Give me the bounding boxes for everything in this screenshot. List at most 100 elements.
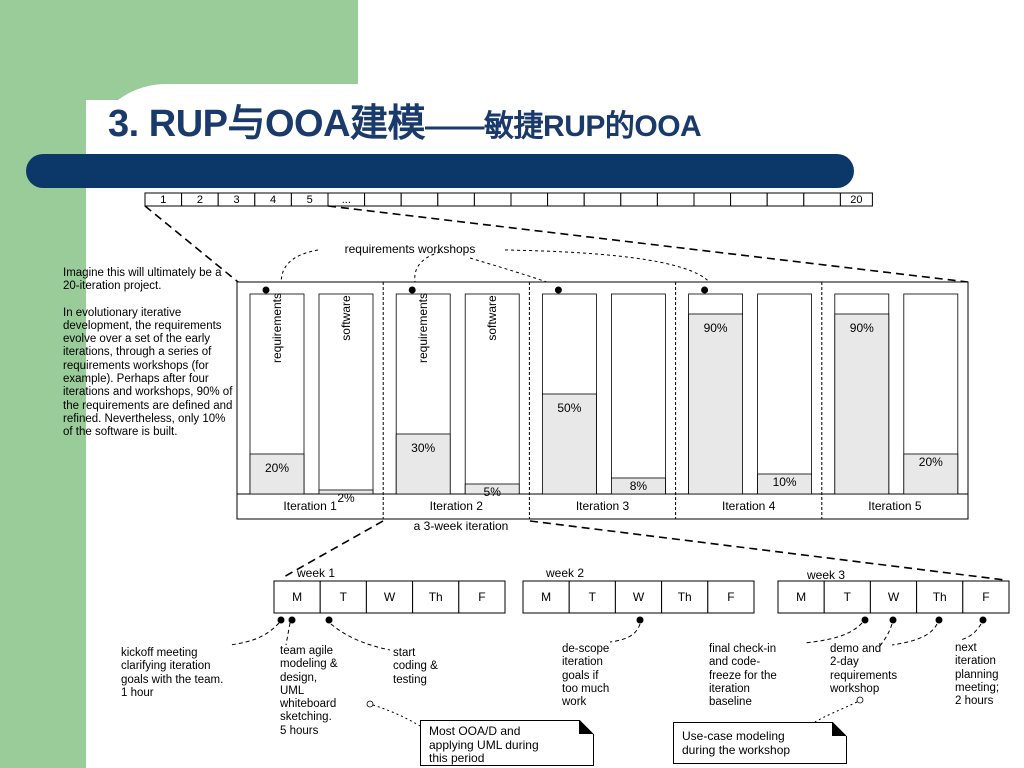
day-label: Th <box>429 590 443 604</box>
software-bar <box>318 293 374 495</box>
software-vertical-label: software <box>339 295 353 341</box>
marker-team-agile <box>288 616 296 624</box>
software-percent: 2% <box>337 491 355 505</box>
requirements-percent: 50% <box>557 401 581 415</box>
workshop-link-3 <box>469 257 568 291</box>
requirements-fill <box>249 453 305 495</box>
software-vertical-label: software <box>485 295 499 341</box>
day-label: F <box>982 590 989 604</box>
requirements-percent: 20% <box>265 461 289 475</box>
requirements-fill <box>834 313 890 495</box>
software-fill <box>318 489 374 495</box>
requirements-percent: 90% <box>704 321 728 335</box>
title-main: 3. RUP与OOA建模 <box>108 103 426 145</box>
requirements-percent: 90% <box>850 321 874 335</box>
timeline-cell <box>437 192 475 207</box>
software-percent: 5% <box>484 485 502 499</box>
day-label: W <box>633 590 645 604</box>
iteration-length-label: a 3-week iteration <box>414 519 509 533</box>
software-bar <box>757 293 812 495</box>
software-fill <box>903 453 959 495</box>
day-label: T <box>340 590 348 604</box>
projection-line-left <box>144 205 239 283</box>
workshop-marker <box>262 286 270 294</box>
note-team-agile: team agile modeling & design, UML whiteb… <box>280 645 338 737</box>
requirements-vertical-label: requirements <box>270 293 284 363</box>
note-kickoff: kickoff meeting clarifying iteration goa… <box>121 647 224 699</box>
software-fill <box>757 473 812 495</box>
marker-next-iteration <box>979 616 987 624</box>
workshop-marker <box>701 286 709 294</box>
day-label: M <box>541 590 551 604</box>
timeline-cell-label: 2 <box>197 194 203 206</box>
note-markers <box>277 616 987 624</box>
timeline-cell-label: ... <box>342 194 351 206</box>
day-label: T <box>589 590 597 604</box>
day-label: Th <box>678 590 692 604</box>
day-cell <box>777 580 825 614</box>
title-underline-bar <box>26 154 854 188</box>
week-projection-left <box>281 520 384 579</box>
day-cell <box>614 580 663 614</box>
workshop-marker <box>554 286 562 294</box>
timeline-cell <box>510 192 549 207</box>
day-cell <box>273 580 321 614</box>
timeline-cell <box>547 192 585 207</box>
callout-usecase: Use-case modeling during the workshop <box>673 722 847 764</box>
day-cell <box>458 580 506 614</box>
timeline-cell <box>364 192 402 207</box>
requirements-percent: 30% <box>411 441 435 455</box>
side-paragraph-1: Imagine this will ultimately be a 20-ite… <box>63 267 222 293</box>
software-percent: 20% <box>919 455 943 469</box>
marker-demo <box>889 616 897 624</box>
usecase-anchor <box>856 696 864 704</box>
workshop-link-2 <box>414 251 441 291</box>
iteration-label: Iteration 5 <box>868 499 922 513</box>
timeline-cell <box>620 192 658 207</box>
usecase-link <box>814 701 858 723</box>
day-label: Th <box>933 590 947 604</box>
day-cell <box>707 580 755 614</box>
timeline-cell-label: 4 <box>270 194 276 206</box>
software-bar <box>611 293 666 495</box>
requirements-vertical-label: requirements <box>416 293 430 363</box>
timeline-cell <box>839 192 873 207</box>
software-percent: 8% <box>630 479 648 493</box>
callout-ooad: Most OOA/D and applying UML during this … <box>420 720 594 766</box>
note-demo: demo and 2-day requirements workshop <box>830 643 898 695</box>
day-cell <box>869 580 918 614</box>
marker-workshop <box>935 616 943 624</box>
workshop-link-4 <box>504 249 714 288</box>
timeline-cell <box>400 192 439 207</box>
marker-descope <box>636 616 644 624</box>
marker-final-checkin <box>861 616 869 624</box>
day-label: M <box>292 590 302 604</box>
week-label: week 3 <box>806 568 845 582</box>
left-green-band <box>0 0 86 768</box>
iteration-label: Iteration 1 <box>283 499 337 513</box>
timeline-cell <box>583 192 622 207</box>
side-explanation: Imagine this will ultimately be a 20-ite… <box>63 267 235 440</box>
requirements-fill <box>542 393 597 495</box>
day-label: T <box>844 590 852 604</box>
note-start-coding: start coding & testing <box>393 647 438 686</box>
day-cell <box>412 580 460 614</box>
timeline-cell <box>730 192 768 207</box>
note-final-checkin: final check-in and code- freeze for the … <box>709 643 777 709</box>
iteration-label: Iteration 2 <box>430 499 484 513</box>
timeline-cell <box>803 192 841 207</box>
title-dash: —— <box>425 110 485 143</box>
day-label: W <box>384 590 396 604</box>
fold-corner-icon <box>832 722 847 737</box>
day-label: F <box>727 590 734 604</box>
iteration-label: Iteration 3 <box>576 499 630 513</box>
workshops-label: requirements workshops <box>345 242 476 256</box>
timeline-cell-label: 20 <box>850 194 862 206</box>
day-cell <box>916 580 964 614</box>
timeline-cell-label: 1 <box>160 194 166 206</box>
week-label: week 1 <box>296 566 335 580</box>
